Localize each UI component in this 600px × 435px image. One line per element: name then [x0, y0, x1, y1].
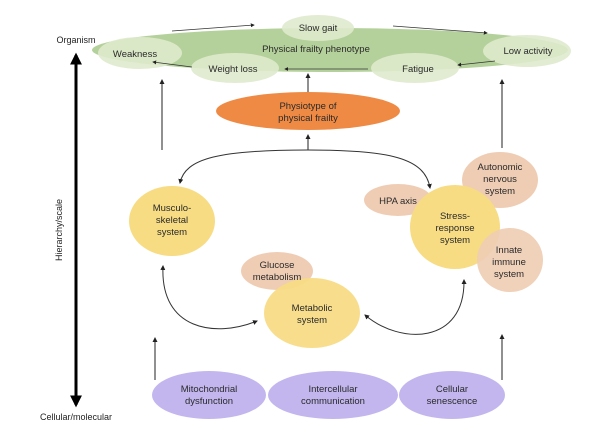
- component-slow-gait: [282, 15, 354, 41]
- cycle-arrow: [457, 60, 496, 67]
- cellular-senescence: [399, 371, 505, 419]
- metabolic-system: [264, 278, 360, 348]
- autonomic-line-2: nervous: [483, 174, 517, 185]
- label-weight-loss: Weight loss: [209, 64, 258, 75]
- mito-line-2: dysfunction: [185, 396, 233, 407]
- metabolic-line-1: Metabolic: [292, 303, 333, 314]
- arc-musculoskeletal-metabolic: [160, 265, 258, 330]
- musculoskeletal-line-1: Musculo-: [153, 203, 192, 214]
- arc-metabolic-stress: [364, 279, 467, 335]
- glucose-line-2: metabolism: [253, 272, 302, 283]
- stress-line-3: system: [440, 235, 470, 246]
- stress-line-1: Stress-: [440, 211, 470, 222]
- senescence-line-2: senescence: [427, 396, 478, 407]
- axis-bottom-label: Cellular/molecular: [40, 412, 112, 422]
- mito-line-1: Mitochondrial: [181, 384, 238, 395]
- label-slow-gait: Slow gait: [299, 23, 338, 34]
- cycle-arrow: [152, 60, 193, 68]
- glucose-line-1: Glucose: [260, 260, 295, 271]
- arc-to-musculoskeletal: [178, 149, 309, 184]
- axis-top-label: Organism: [56, 35, 95, 45]
- cycle-arrow: [392, 25, 488, 35]
- physiotype-ellipse: [216, 92, 400, 130]
- stress-response-system: [410, 185, 500, 269]
- label-fatigue: Fatigue: [402, 64, 434, 75]
- mitochondrial-dysfunction: [152, 371, 266, 419]
- component-weight-loss: [191, 53, 279, 83]
- label-low-activity: Low activity: [503, 46, 552, 57]
- intercellular-communication: [268, 371, 398, 419]
- autonomic-line-3: system: [485, 186, 515, 197]
- innate-line-1: Innate: [496, 245, 522, 256]
- label-weakness: Weakness: [113, 49, 157, 60]
- hierarchy-axis: Organism Cellular/molecular Hierarchy/sc…: [40, 35, 112, 422]
- musculoskeletal-line-3: system: [157, 227, 187, 238]
- physiotype-line-2: physical frailty: [278, 113, 338, 124]
- metabolic-line-2: system: [297, 315, 327, 326]
- component-low-activity: [483, 35, 571, 67]
- component-weakness: [98, 37, 182, 69]
- intercellular-line-1: Intercellular: [308, 384, 357, 395]
- axis-side-label: Hierarchy/scale: [54, 199, 64, 261]
- hpa-label: HPA axis: [379, 196, 417, 207]
- cycle-arrow: [171, 23, 255, 32]
- innate-line-2: immune: [492, 257, 526, 268]
- phenotype-group: Slow gait Low activity Fatigue Weight lo…: [92, 15, 571, 83]
- intercellular-line-2: communication: [301, 396, 365, 407]
- innate-immune-system: [477, 228, 543, 292]
- senescence-line-1: Cellular: [436, 384, 468, 395]
- autonomic-line-1: Autonomic: [478, 162, 523, 173]
- arc-to-stress-response: [307, 149, 432, 189]
- phenotype-title: Physical frailty phenotype: [262, 44, 370, 55]
- musculoskeletal-system: [129, 186, 215, 256]
- musculoskeletal-line-2: skeletal: [156, 215, 188, 226]
- physiotype-line-1: Physiotype of: [279, 101, 336, 112]
- innate-line-3: system: [494, 269, 524, 280]
- stress-line-2: response: [435, 223, 474, 234]
- component-fatigue: [371, 53, 459, 83]
